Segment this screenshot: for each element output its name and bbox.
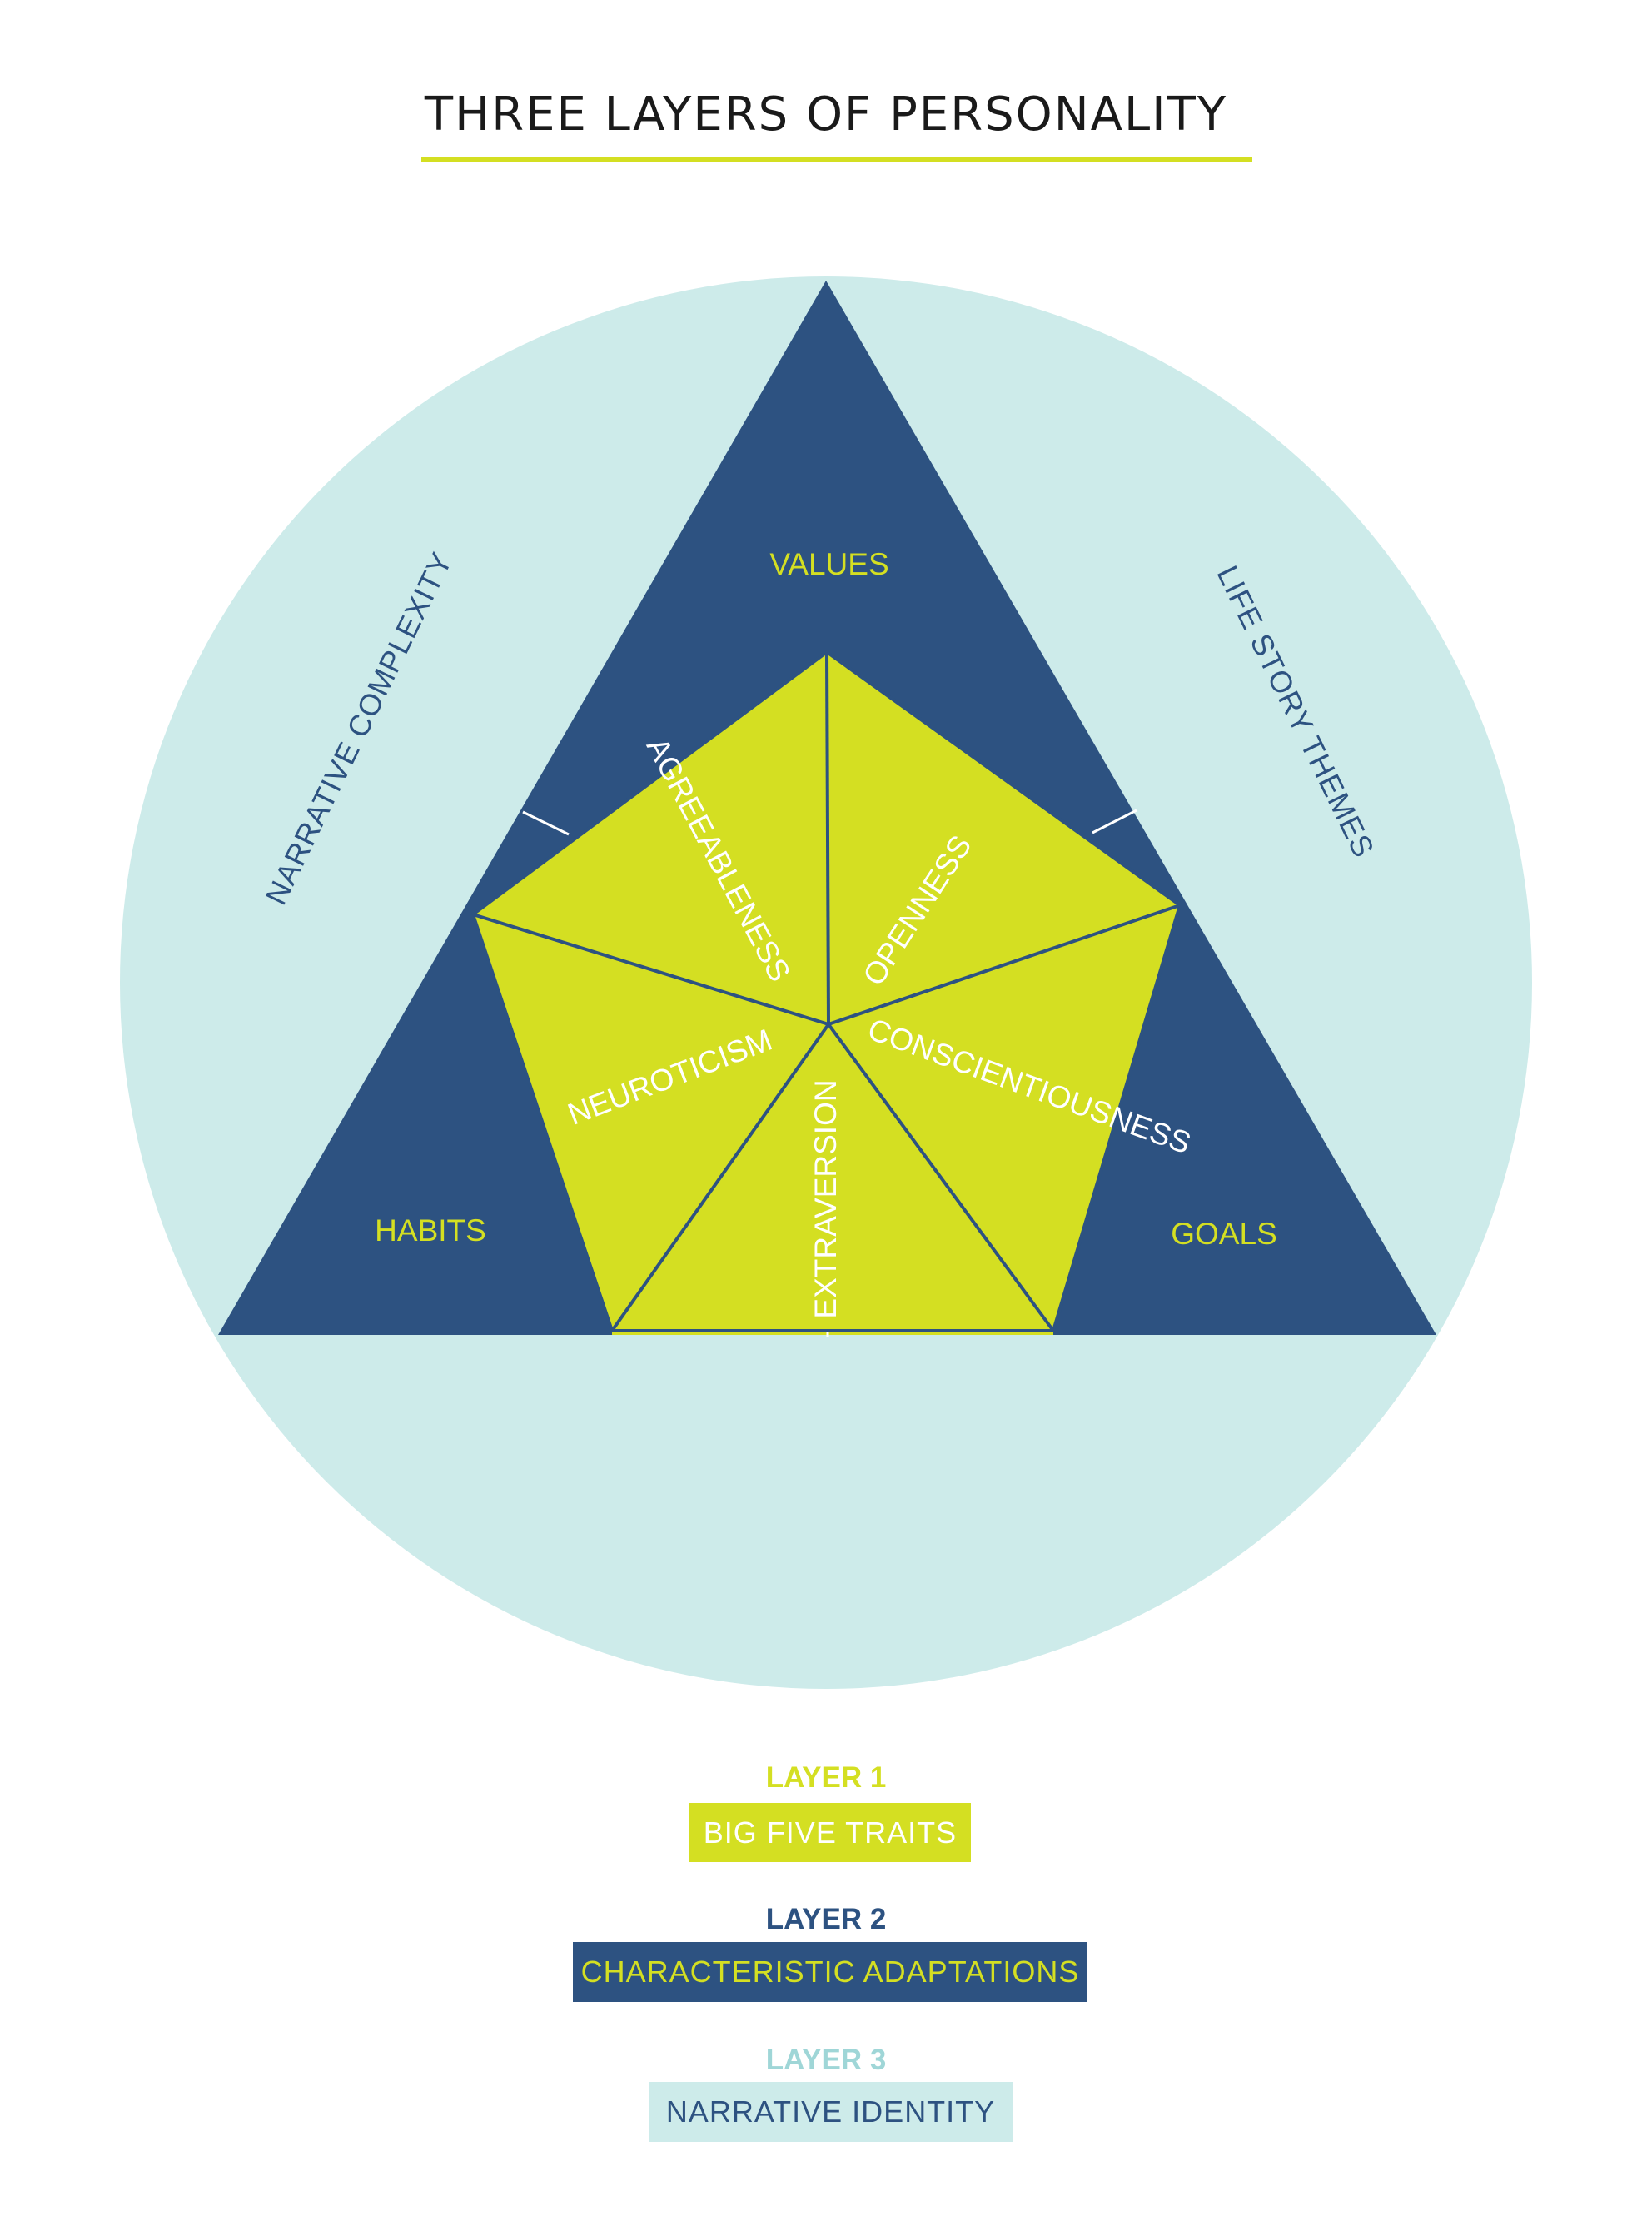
legend-layer3-box: NARRATIVE IDENTITY (649, 2082, 1013, 2142)
legend-layer1-heading: LAYER 1 (765, 1761, 887, 1794)
legend-layer2-label: CHARACTERISTIC ADAPTATIONS (580, 1955, 1080, 1989)
legend-layer1-box: BIG FIVE TRAITS (689, 1803, 971, 1862)
right-divider-tick (1092, 809, 1137, 834)
title-underline (421, 157, 1252, 162)
legend-layer3-heading: LAYER 3 (765, 2044, 887, 2076)
big-five-pentagon (470, 650, 1182, 1332)
goals-label: GOALS (1171, 1217, 1277, 1251)
habits-label: HABITS (375, 1213, 486, 1247)
legend-layer2-box: CHARACTERISTIC ADAPTATIONS (573, 1942, 1087, 2002)
page-title: THREE LAYERS OF PERSONALITY (424, 87, 1228, 142)
pentagon-base-fill (612, 1332, 1053, 1335)
pentagon-dividers (472, 651, 1181, 1332)
legend-layer1-label: BIG FIVE TRAITS (703, 1815, 958, 1850)
left-divider-tick (522, 810, 570, 836)
values-label: VALUES (769, 547, 888, 581)
legend-layer3-label: NARRATIVE IDENTITY (665, 2094, 996, 2129)
legend-layer2-heading: LAYER 2 (765, 1903, 887, 1935)
extraversion-label: EXTRAVERSION (809, 1079, 843, 1318)
